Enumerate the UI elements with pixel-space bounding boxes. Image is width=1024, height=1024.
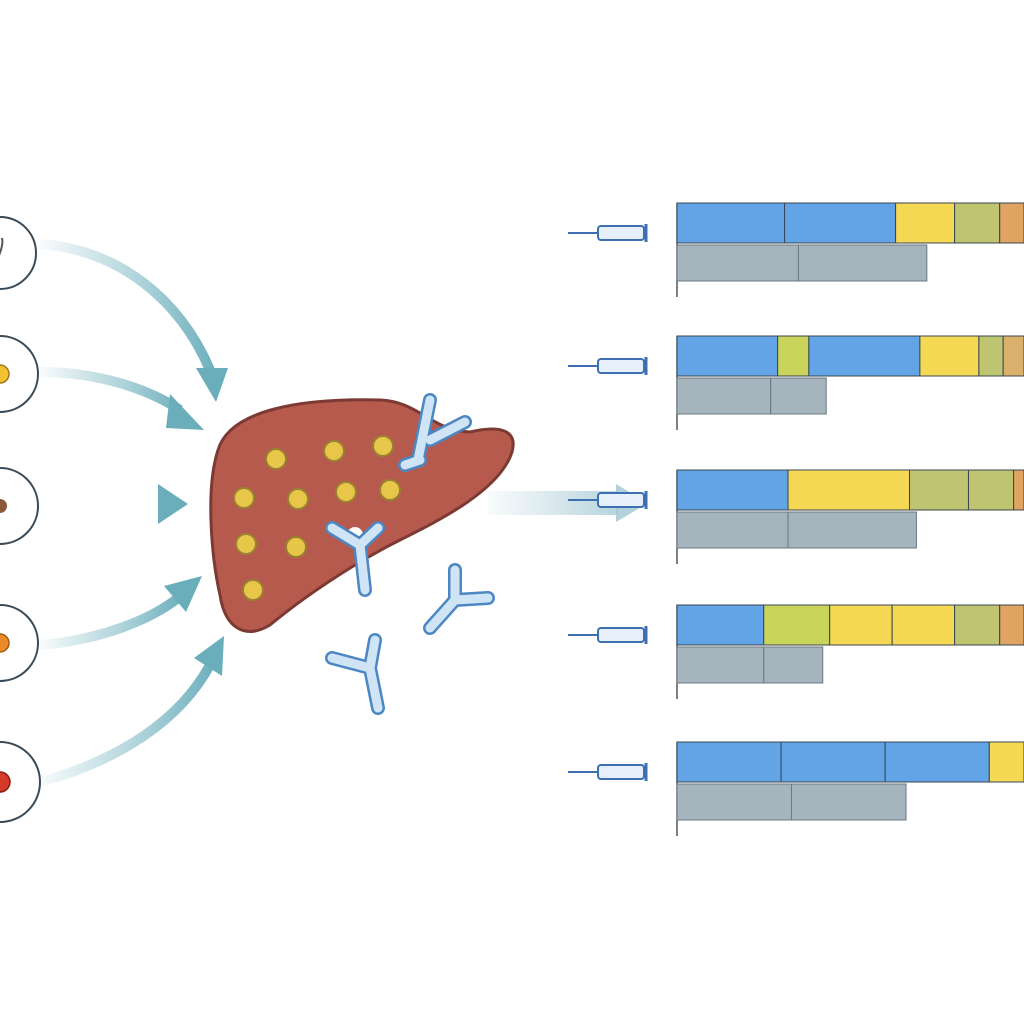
bar-segment <box>1013 469 1024 511</box>
bar-segment <box>676 335 779 377</box>
syringe-barrel <box>597 225 645 241</box>
bar-segment-secondary <box>676 646 765 684</box>
bar-segment-secondary <box>676 783 793 821</box>
liver-icon <box>209 398 515 633</box>
syringe-icon <box>568 224 648 242</box>
bar-segment <box>895 202 956 244</box>
bar-segment-secondary <box>763 646 824 684</box>
bar-segment <box>999 604 1024 646</box>
bar-segment-secondary <box>770 377 827 415</box>
dot <box>323 440 345 462</box>
bar-segment <box>780 741 886 783</box>
bar-row <box>568 202 1024 297</box>
syringe-icon <box>568 357 648 375</box>
red-pill-icon <box>0 771 11 793</box>
dot <box>379 479 401 501</box>
source-circle <box>0 604 39 682</box>
syringe-barrel <box>597 492 645 508</box>
input-arrow-head <box>196 368 228 402</box>
dot <box>285 536 307 558</box>
bar-segment-secondary <box>797 244 928 282</box>
dot <box>233 487 255 509</box>
bar-segment <box>829 604 893 646</box>
source-item <box>0 467 39 545</box>
bar-segment-secondary <box>676 511 789 549</box>
bar-rows <box>568 202 1024 836</box>
syringe-barrel <box>597 627 645 643</box>
dot <box>372 435 394 457</box>
input-arrow-head <box>158 484 188 524</box>
antibody-icon <box>398 393 472 472</box>
orange-pill-icon <box>0 633 10 653</box>
bar-segment <box>676 604 765 646</box>
input-arrows <box>38 239 228 787</box>
source-item <box>0 216 37 290</box>
source-list <box>0 216 41 823</box>
dot <box>235 533 257 555</box>
bar-segment <box>676 469 789 511</box>
input-arrow-head <box>194 636 224 676</box>
dot <box>335 481 357 503</box>
bar-segment <box>978 335 1004 377</box>
bar-segment <box>784 202 897 244</box>
bar-segment <box>777 335 810 377</box>
bar-row <box>568 469 1024 564</box>
input-arrow <box>39 367 183 415</box>
source-item <box>0 741 41 823</box>
bar-segment <box>954 604 1001 646</box>
food-item-icon <box>0 237 4 256</box>
bar-segment <box>763 604 831 646</box>
bar-segment <box>908 469 969 511</box>
syringe-icon <box>568 626 648 644</box>
bar-segment <box>884 741 990 783</box>
dot <box>287 488 309 510</box>
bar-segment <box>676 741 782 783</box>
bar-row <box>568 335 1024 430</box>
syringe-barrel <box>597 764 645 780</box>
source-circle <box>0 216 37 290</box>
source-circle <box>0 335 39 413</box>
bar-segment <box>676 202 786 244</box>
bar-row <box>568 741 1024 836</box>
syringe-icon <box>568 763 648 781</box>
source-item <box>0 335 39 413</box>
input-arrow <box>38 662 215 787</box>
dot <box>242 579 264 601</box>
bar-segment <box>808 335 921 377</box>
bar-segment <box>1002 335 1024 377</box>
bar-segment <box>787 469 910 511</box>
liver-dots <box>233 435 401 601</box>
antibody-icon <box>325 633 385 715</box>
bar-segment <box>988 741 1024 783</box>
bar-segment <box>967 469 1015 511</box>
bar-segment <box>999 202 1024 244</box>
antibody-icon <box>423 563 495 635</box>
input-arrow-head <box>166 394 204 430</box>
bar-segment-secondary <box>676 377 772 415</box>
bar-segment-secondary <box>787 511 917 549</box>
brown-item-icon <box>0 499 7 513</box>
antibody-icon <box>325 521 385 597</box>
dot <box>265 448 287 470</box>
bar-segment <box>891 604 956 646</box>
syringe-barrel <box>597 358 645 374</box>
bar-segment <box>954 202 1001 244</box>
bar-segment-secondary <box>676 244 799 282</box>
antibodies <box>325 393 495 715</box>
bar-segment <box>919 335 980 377</box>
syringe-icon <box>568 491 648 509</box>
bar-row <box>568 604 1024 699</box>
input-arrow <box>39 594 182 650</box>
yellow-pill-icon <box>0 364 10 384</box>
source-item <box>0 604 39 682</box>
input-arrow <box>39 239 215 372</box>
source-circle <box>0 467 39 545</box>
bar-segment-secondary <box>791 783 907 821</box>
input-arrow-head <box>164 576 202 612</box>
